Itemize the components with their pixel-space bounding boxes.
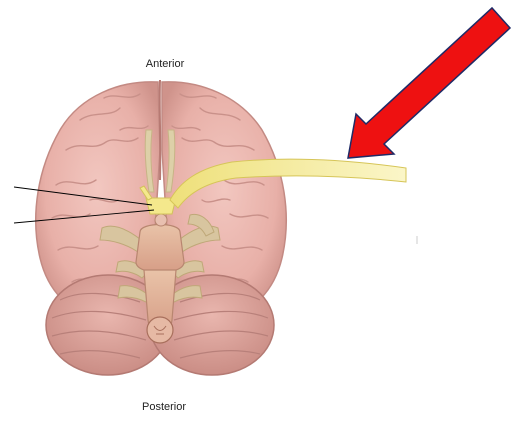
gyri-texture: [51, 93, 269, 283]
pons: [135, 223, 185, 273]
label-anterior: Anterior: [145, 58, 185, 70]
pituitary-stalk: [154, 213, 168, 227]
red-arrow-icon: [347, 6, 512, 159]
optic-nerve-left: [139, 185, 153, 201]
longitudinal-fissure: [158, 79, 162, 181]
folia-texture: [51, 292, 269, 359]
olfactory-tracts: [144, 129, 176, 193]
optic-nerve-highlighted: [169, 158, 407, 209]
leader-lines: [13, 186, 155, 224]
leader-line-lower: [13, 209, 155, 224]
cerebellum: [45, 274, 275, 376]
cranial-nerve-roots: [99, 213, 221, 303]
leader-line-upper: [13, 186, 153, 206]
brainstem: [135, 213, 185, 344]
label-posterior: Posterior: [141, 401, 187, 413]
